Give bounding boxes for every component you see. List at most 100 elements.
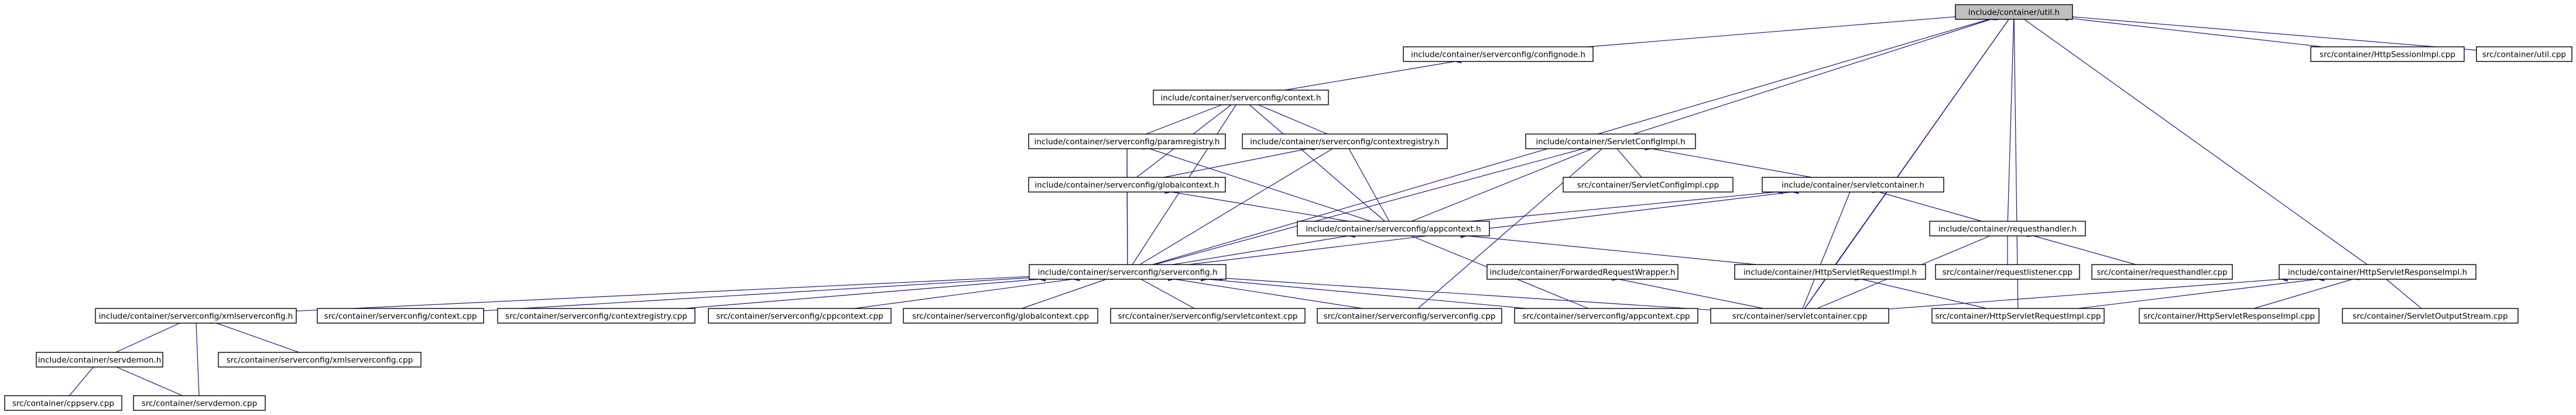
node-xmlserverconfig-h[interactable]: include/container/serverconfig/xmlserver… — [95, 308, 297, 324]
node-xmlserverconfig-cpp[interactable]: src/container/serverconfig/xmlserverconf… — [218, 352, 422, 368]
node-box — [2342, 308, 2519, 324]
edge-line — [1802, 184, 1855, 309]
edge-line — [1460, 232, 1757, 265]
node-servletconfigimpl-cpp[interactable]: src/container/ServletConfigImpl.cpp — [1563, 177, 1734, 193]
node-cppserv-cpp[interactable]: src/container/cppserv.cpp — [4, 395, 122, 411]
node-label: include/container/util.h — [1968, 8, 2060, 18]
node-globalcontext-h[interactable]: include/container/serverconfig/globalcon… — [1028, 177, 1226, 193]
node-box — [903, 308, 1098, 324]
edge-line — [1872, 187, 1982, 222]
node-label: src/container/serverconfig/contextregist… — [505, 312, 687, 321]
node-contextregistry-cpp[interactable]: src/container/serverconfig/contextregist… — [497, 308, 696, 324]
edge-line — [1633, 14, 1999, 135]
node-box — [1929, 221, 2086, 236]
node-paramregistry-h[interactable]: include/container/serverconfig/paramregi… — [1028, 133, 1226, 149]
node-label: src/container/serverconfig/appcontext.cp… — [1522, 312, 1690, 321]
node-label: include/container/ForwardedRequestWrappe… — [1489, 268, 1675, 277]
edge-servletcontainer-cpp-includes-forwardedrequestwrapper-h — [1612, 275, 1764, 309]
node-serverconfig-h[interactable]: include/container/serverconfig/servercon… — [1029, 264, 1227, 280]
edge-line — [1242, 98, 1385, 222]
node-servletcontext-cpp[interactable]: src/container/serverconfig/servletcontex… — [1110, 308, 1306, 324]
node-box — [218, 352, 422, 368]
edge-servletconfigimpl-h-includes-util-h — [1633, 14, 1999, 135]
node-label: src/container/servdemon.cpp — [142, 399, 257, 409]
node-box — [1762, 177, 1944, 193]
edge-globalcontext-h-includes-contextregistry-h — [1163, 144, 1315, 178]
node-servdemon-cpp[interactable]: src/container/servdemon.cpp — [133, 395, 266, 411]
edge-line — [1133, 273, 1195, 309]
edge-line — [1343, 141, 1390, 222]
node-label: include/container/serverconfig/paramregi… — [1034, 138, 1220, 147]
node-confignode-h[interactable]: include/container/serverconfig/confignod… — [1403, 46, 1594, 62]
edge-serverconfig-h-includes-appcontext-h — [1172, 232, 1355, 265]
node-context-h[interactable]: include/container/serverconfig/context.h — [1153, 90, 1329, 105]
edge-line — [1251, 100, 1328, 135]
edge-line — [1610, 142, 1642, 178]
node-httpservletrequestimpl-cpp[interactable]: src/container/HttpServletRequestImpl.cpp — [1931, 308, 2105, 324]
node-box — [2279, 264, 2476, 280]
node-servletoutputstream-cpp[interactable]: src/container/ServletOutputStream.cpp — [2342, 308, 2519, 324]
edge-line — [1469, 188, 1783, 222]
edge-line — [483, 274, 1036, 311]
node-util-cpp[interactable]: src/container/util.cpp — [2476, 46, 2572, 62]
edge-cppcontext-cpp-includes-serverconfig-h — [854, 275, 1080, 309]
node-httpservletresponseimpl-cpp[interactable]: src/container/HttpServletResponseImpl.cp… — [2139, 308, 2320, 324]
node-label: include/container/serverconfig/appcontex… — [1306, 225, 1481, 234]
edge-appcontext-cpp-includes-serverconfig-h — [1200, 276, 1527, 309]
node-appcontext-cpp[interactable]: src/container/serverconfig/appcontext.cp… — [1514, 308, 1698, 324]
node-label: include/container/HttpServletRequestImpl… — [1743, 268, 1917, 277]
node-box — [1403, 46, 1594, 62]
node-requesthandler-h[interactable]: include/container/requesthandler.h — [1929, 221, 2086, 236]
edge-serverconfig-cpp-includes-servletconfigimpl-h — [1417, 142, 1609, 309]
node-box — [1153, 90, 1329, 105]
node-httpservletrequestimpl-h[interactable]: include/container/HttpServletRequestImpl… — [1734, 264, 1926, 280]
node-requesthandler-cpp[interactable]: src/container/requesthandler.cpp — [2091, 264, 2233, 280]
edge-line — [1167, 275, 1363, 309]
node-contextregistry-h[interactable]: include/container/serverconfig/contextre… — [1242, 133, 1448, 149]
edge-servdemon-cpp-includes-xmlserverconfig-h — [193, 316, 200, 396]
node-box — [133, 395, 266, 411]
node-servdemon-h[interactable]: include/container/servdemon.h — [36, 352, 163, 368]
node-label: src/container/HttpSessionImpl.cpp — [2320, 50, 2455, 60]
node-servletcontainer-cpp[interactable]: src/container/servletcontainer.cpp — [1710, 308, 1889, 324]
edge-line — [296, 273, 1036, 312]
edge-serverconfig-h-includes-servletconfigimpl-h — [1155, 144, 1591, 265]
edge-line — [1155, 144, 1591, 265]
node-cppcontext-cpp[interactable]: src/container/serverconfig/cppcontext.cp… — [708, 308, 892, 324]
edge-httpsessionimpl-cpp-includes-util-h — [2065, 15, 2323, 47]
node-label: src/container/HttpServletResponseImpl.cp… — [2143, 312, 2315, 321]
node-forwardedrequestwrapper-h[interactable]: include/container/ForwardedRequestWrappe… — [1486, 264, 1678, 280]
edge-contextregistry-h-includes-context-h — [1251, 100, 1328, 135]
edge-line — [2065, 13, 2477, 51]
node-context-cpp[interactable]: src/container/serverconfig/context.cpp — [317, 308, 484, 324]
node-box — [4, 395, 122, 411]
node-label: src/container/serverconfig/cppcontext.cp… — [716, 312, 883, 321]
edge-line — [1139, 143, 1340, 265]
node-label: src/container/servletcontainer.cpp — [1732, 312, 1868, 321]
node-util-h[interactable]: include/container/util.h — [1955, 4, 2073, 20]
edge-line — [1612, 275, 1764, 309]
node-servletcontainer-h[interactable]: include/container/servletcontainer.h — [1762, 177, 1944, 193]
node-appcontext-h[interactable]: include/container/serverconfig/appcontex… — [1297, 221, 1490, 236]
node-box — [1028, 133, 1226, 149]
edge-line — [2011, 12, 2019, 309]
node-box — [317, 308, 484, 324]
node-serverconfig-cpp[interactable]: src/container/serverconfig/serverconfig.… — [1317, 308, 1502, 324]
edge-serverconfig-h-includes-globalcontext-h — [1124, 185, 1131, 265]
node-label: src/container/serverconfig/servletcontex… — [1118, 312, 1297, 321]
edge-servletcontainer-cpp-includes-httpservletresponseimpl-h — [1888, 276, 2288, 310]
node-box — [1486, 264, 1678, 280]
node-box — [2310, 46, 2465, 62]
node-requestlistener-cpp[interactable]: src/container/requestlistener.cpp — [1935, 264, 2080, 280]
edge-appcontext-h-includes-servletconfigimpl-h — [1411, 143, 1599, 222]
edge-serverconfig-h-includes-servletcontainer-h — [1188, 188, 1799, 265]
edge-line — [1284, 57, 1462, 91]
node-httpservletresponseimpl-h[interactable]: include/container/HttpServletResponseImp… — [2279, 264, 2476, 280]
node-globalcontext-cpp[interactable]: src/container/serverconfig/globalcontext… — [903, 308, 1098, 324]
edge-appcontext-h-includes-context-h — [1242, 98, 1385, 222]
node-label: src/container/util.cpp — [2482, 50, 2566, 60]
edge-servletcontainer-cpp-includes-servletcontainer-h — [1802, 184, 1855, 309]
node-httpsessionimpl-cpp[interactable]: src/container/HttpSessionImpl.cpp — [2310, 46, 2465, 62]
node-servletconfigimpl-h[interactable]: include/container/ServletConfigImpl.h — [1525, 133, 1696, 149]
